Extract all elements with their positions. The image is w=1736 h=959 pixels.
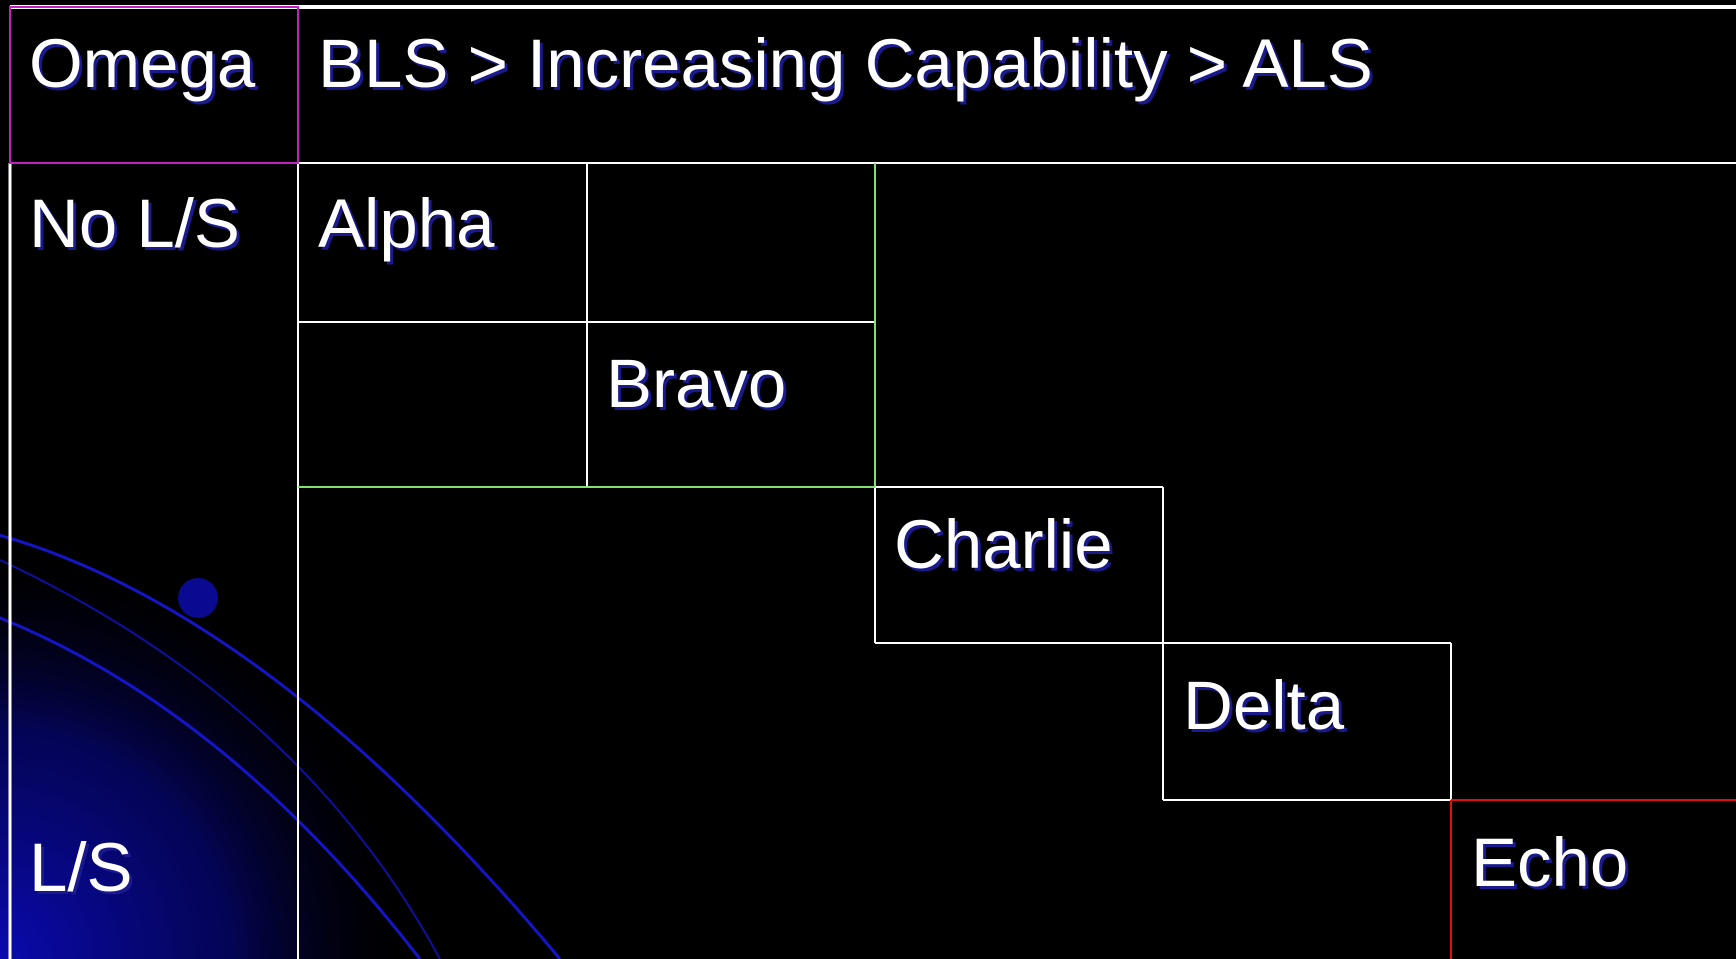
- omega-corner-label: Omega: [29, 25, 256, 102]
- cell-alpha: Alpha: [318, 185, 495, 262]
- capability-scale-title: BLS > Increasing Capability > ALS: [318, 25, 1373, 102]
- row-label-no-ls: No L/S: [29, 185, 240, 262]
- row-label-ls: L/S: [29, 829, 133, 906]
- cell-charlie: Charlie: [894, 506, 1113, 583]
- cell-bravo: Bravo: [606, 345, 787, 422]
- cell-echo: Echo: [1471, 824, 1629, 901]
- cell-delta: Delta: [1183, 667, 1345, 744]
